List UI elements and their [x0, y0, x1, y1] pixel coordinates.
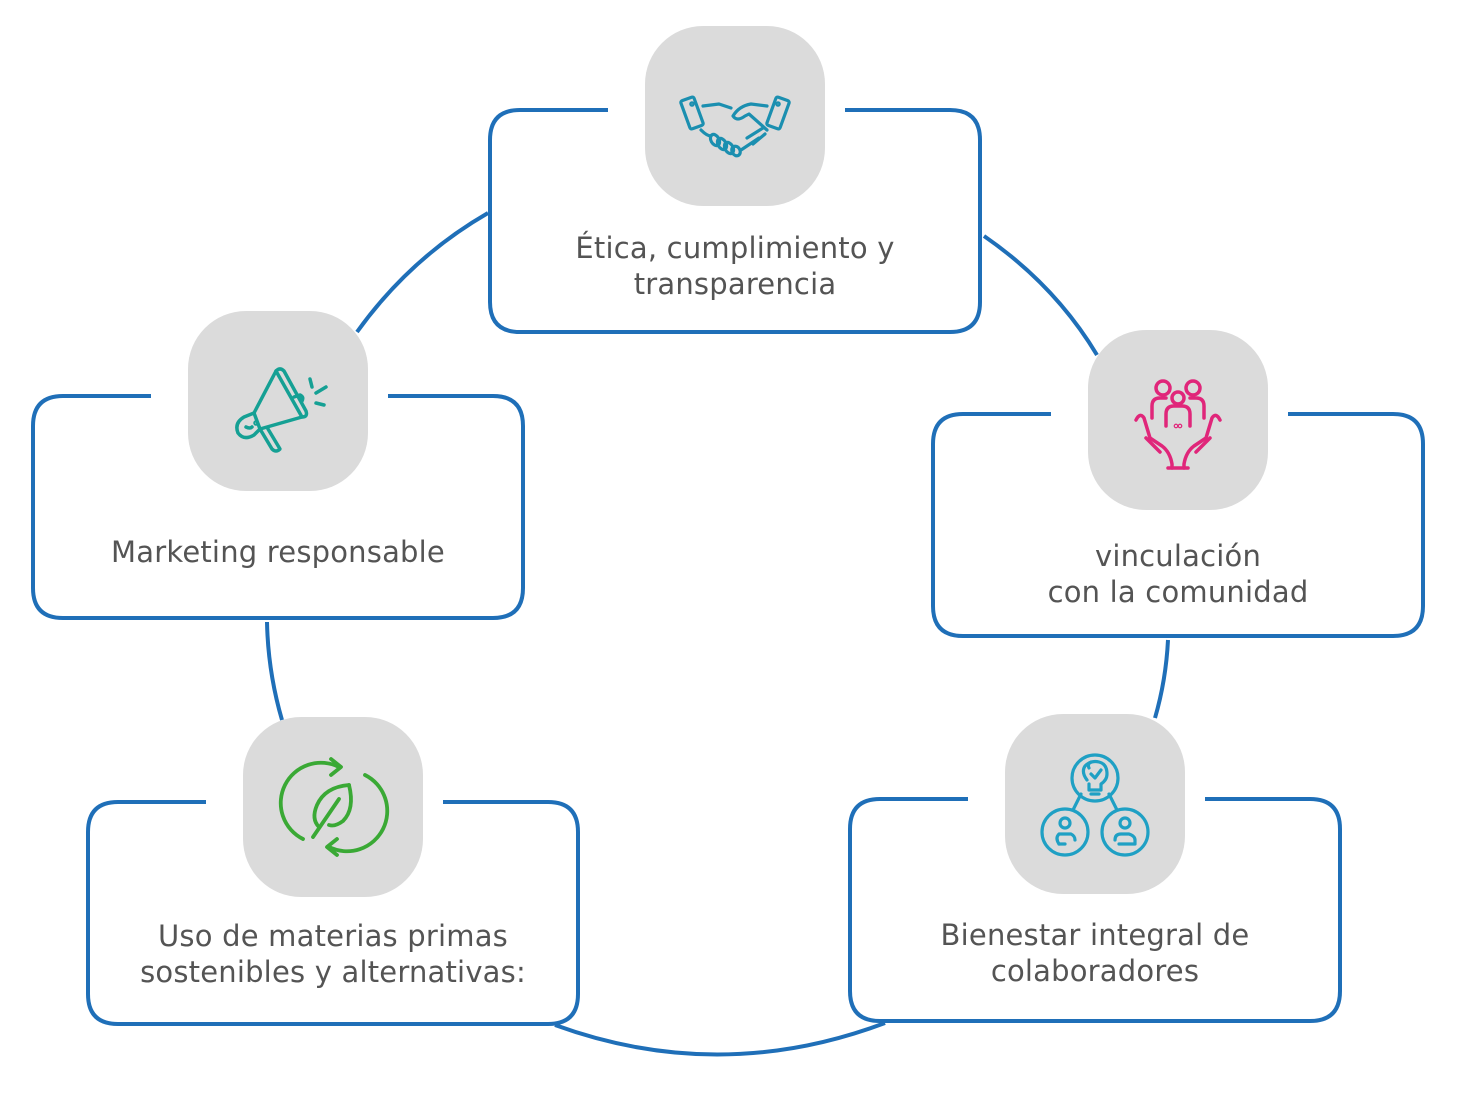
card-border	[488, 108, 982, 334]
connector-marketing-etica	[355, 211, 489, 334]
node-marketing: Marketing responsable	[31, 394, 525, 620]
node-label: Ética, cumplimiento y transparencia	[575, 231, 895, 301]
node-label: vinculación con la comunidad	[1047, 539, 1309, 609]
card-border	[848, 797, 1342, 1023]
card-border	[31, 394, 525, 620]
icon-tile-marketing	[188, 311, 368, 491]
icon-tile-vinculacion	[1088, 330, 1268, 510]
icon-tile-bienestar	[1005, 714, 1185, 894]
node-bienestar: Bienestar integral de colaboradores	[848, 797, 1342, 1023]
connector-vinculacion-bienestar	[1153, 639, 1170, 719]
node-etica: Ética, cumplimiento y transparencia	[488, 108, 982, 334]
card-border	[931, 412, 1425, 638]
card-border	[86, 800, 580, 1026]
icon-tile-etica	[645, 26, 825, 206]
handshake-icon	[679, 95, 791, 158]
node-vinculacion: vinculación con la comunidad	[931, 412, 1425, 638]
recycle-leaf-icon	[278, 757, 390, 857]
megaphone-icon	[235, 367, 328, 453]
connector-bienestar-materias	[554, 1021, 886, 1057]
community-hands-icon	[1134, 379, 1222, 470]
node-label: Bienestar integral de colaboradores	[940, 918, 1250, 988]
node-materias: Uso de materias primas sostenibles y alt…	[86, 800, 580, 1026]
connector-materias-marketing	[265, 621, 284, 721]
node-label: Marketing responsable	[111, 535, 445, 569]
idea-network-icon	[1040, 753, 1150, 857]
connector-etica-vinculacion	[982, 234, 1099, 357]
icon-tile-materias	[243, 717, 423, 897]
node-label: Uso de materias primas sostenibles y alt…	[140, 919, 526, 989]
